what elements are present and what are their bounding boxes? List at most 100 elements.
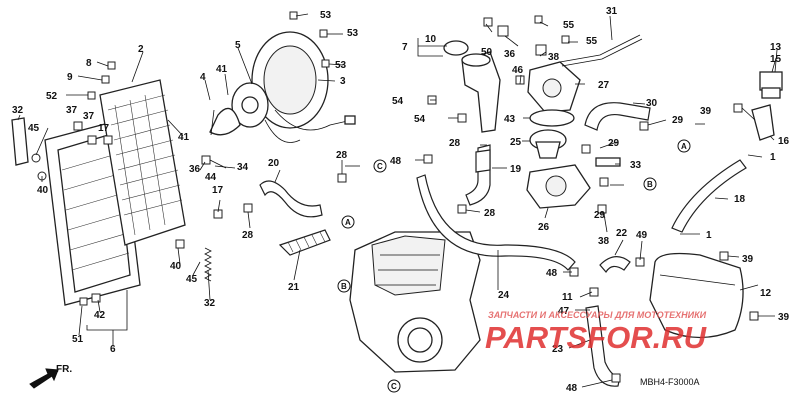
- callout-13: 13: [770, 42, 782, 53]
- callout-26: 26: [538, 222, 550, 233]
- callout-20: 20: [268, 158, 280, 169]
- leader-lines: [17, 13, 778, 388]
- callout-24: 24: [498, 290, 510, 301]
- callout-27: 27: [598, 80, 610, 91]
- callout-28d: 28: [484, 208, 496, 219]
- callout-48b: 48: [546, 268, 558, 279]
- callout-36: 36: [189, 164, 201, 175]
- thermostat-25: [529, 129, 567, 159]
- callout-48: 48: [390, 156, 402, 167]
- hose-21: [278, 229, 331, 256]
- fasteners: [31, 11, 759, 383]
- svg-text:A: A: [345, 218, 351, 227]
- callout-labels: 2 8 9 52 32 45 37 37 17 40 41 4 5 41 53 …: [12, 6, 790, 394]
- callout-48c: 48: [566, 383, 578, 394]
- hose-18: [671, 159, 747, 233]
- callout-12: 12: [760, 288, 772, 299]
- callout-38b: 38: [598, 236, 610, 247]
- callout-40: 40: [37, 185, 49, 196]
- callout-42: 42: [94, 310, 106, 321]
- bracket-32-left: [11, 117, 29, 166]
- callout-10: 10: [425, 34, 437, 45]
- callout-34: 34: [237, 162, 249, 173]
- callout-47: 47: [558, 306, 570, 317]
- callout-45: 45: [28, 123, 40, 134]
- callout-53: 53: [320, 10, 332, 21]
- callout-25: 25: [510, 137, 522, 148]
- callout-19: 19: [510, 164, 522, 175]
- callout-9: 9: [67, 72, 73, 83]
- callout-38: 38: [548, 52, 560, 63]
- callout-23: 23: [552, 344, 564, 355]
- callout-30: 30: [646, 98, 658, 109]
- fr-label: FR.: [56, 364, 72, 375]
- water-outlet-27: [527, 61, 581, 113]
- callout-29c: 29: [594, 210, 606, 221]
- pipe-24: [416, 174, 576, 271]
- svg-text:A: A: [681, 142, 687, 151]
- watermark: ЗАПЧАСТИ И АКСЕССУАРЫ ДЛЯ МОТОТЕХНИКИ PA…: [485, 310, 708, 355]
- filler-neck-50: [461, 51, 501, 133]
- reservoir-tank-12: [649, 252, 744, 339]
- callout-2: 2: [138, 44, 144, 55]
- callout-37b: 37: [83, 111, 95, 122]
- callout-21: 21: [288, 282, 300, 293]
- callout-40b: 40: [170, 261, 182, 272]
- callout-54b: 54: [414, 114, 426, 125]
- gasket-43: [529, 109, 575, 127]
- callout-39: 39: [742, 254, 754, 265]
- hose-30: [584, 102, 651, 131]
- callout-39b: 39: [778, 312, 790, 323]
- callout-16: 16: [778, 136, 790, 147]
- callout-17: 17: [98, 123, 110, 134]
- cap-10: [443, 40, 469, 56]
- callout-29b: 29: [608, 138, 620, 149]
- connector-A-top: A: [677, 139, 691, 153]
- callout-53c: 53: [335, 60, 347, 71]
- callout-33: 33: [630, 160, 642, 171]
- watermark-small-text: ЗАПЧАСТИ И АКСЕССУАРЫ ДЛЯ МОТОТЕХНИКИ: [488, 310, 707, 320]
- callout-55b: 55: [586, 36, 598, 47]
- callout-37: 37: [66, 105, 78, 116]
- callout-6: 6: [110, 344, 116, 355]
- connector-A-engine: A: [341, 215, 355, 229]
- fan-shroud: [251, 31, 329, 129]
- svg-text:B: B: [341, 282, 347, 291]
- fan-wire: [264, 109, 356, 143]
- diagram-code: MBH4-F3000A: [640, 377, 700, 387]
- sensor-33: [595, 157, 621, 167]
- hose-16: [751, 104, 775, 141]
- callout-54: 54: [392, 96, 404, 107]
- callout-7: 7: [402, 42, 408, 53]
- connector-B-engine: B: [337, 279, 351, 293]
- hose-28: [475, 149, 491, 173]
- callout-3: 3: [340, 76, 346, 87]
- callout-50: 50: [481, 47, 493, 58]
- connector-B-top: B: [643, 177, 657, 191]
- engine: [349, 231, 481, 373]
- callout-28b: 28: [242, 230, 254, 241]
- callout-45b: 45: [186, 274, 198, 285]
- callout-55: 55: [563, 20, 575, 31]
- callout-52: 52: [46, 91, 58, 102]
- callout-49: 49: [636, 230, 648, 241]
- fan-motor: [231, 82, 269, 128]
- front-direction-arrow: FR.: [29, 364, 72, 389]
- callout-41: 41: [216, 64, 228, 75]
- callout-46: 46: [512, 65, 524, 76]
- callout-32: 32: [12, 105, 24, 116]
- svg-text:C: C: [391, 382, 397, 391]
- callout-1: 1: [770, 152, 776, 163]
- callout-39c: 39: [700, 106, 712, 117]
- callout-41b: 41: [178, 132, 190, 143]
- callout-5: 5: [235, 40, 241, 51]
- callout-18: 18: [734, 194, 746, 205]
- callout-53b: 53: [347, 28, 359, 39]
- svg-text:C: C: [377, 162, 383, 171]
- callout-32b: 32: [204, 298, 216, 309]
- thermostat-housing-26: [526, 164, 591, 209]
- callout-51: 51: [72, 334, 84, 345]
- callout-22: 22: [616, 228, 628, 239]
- spring-45: [204, 247, 212, 282]
- hose-20: [259, 180, 323, 218]
